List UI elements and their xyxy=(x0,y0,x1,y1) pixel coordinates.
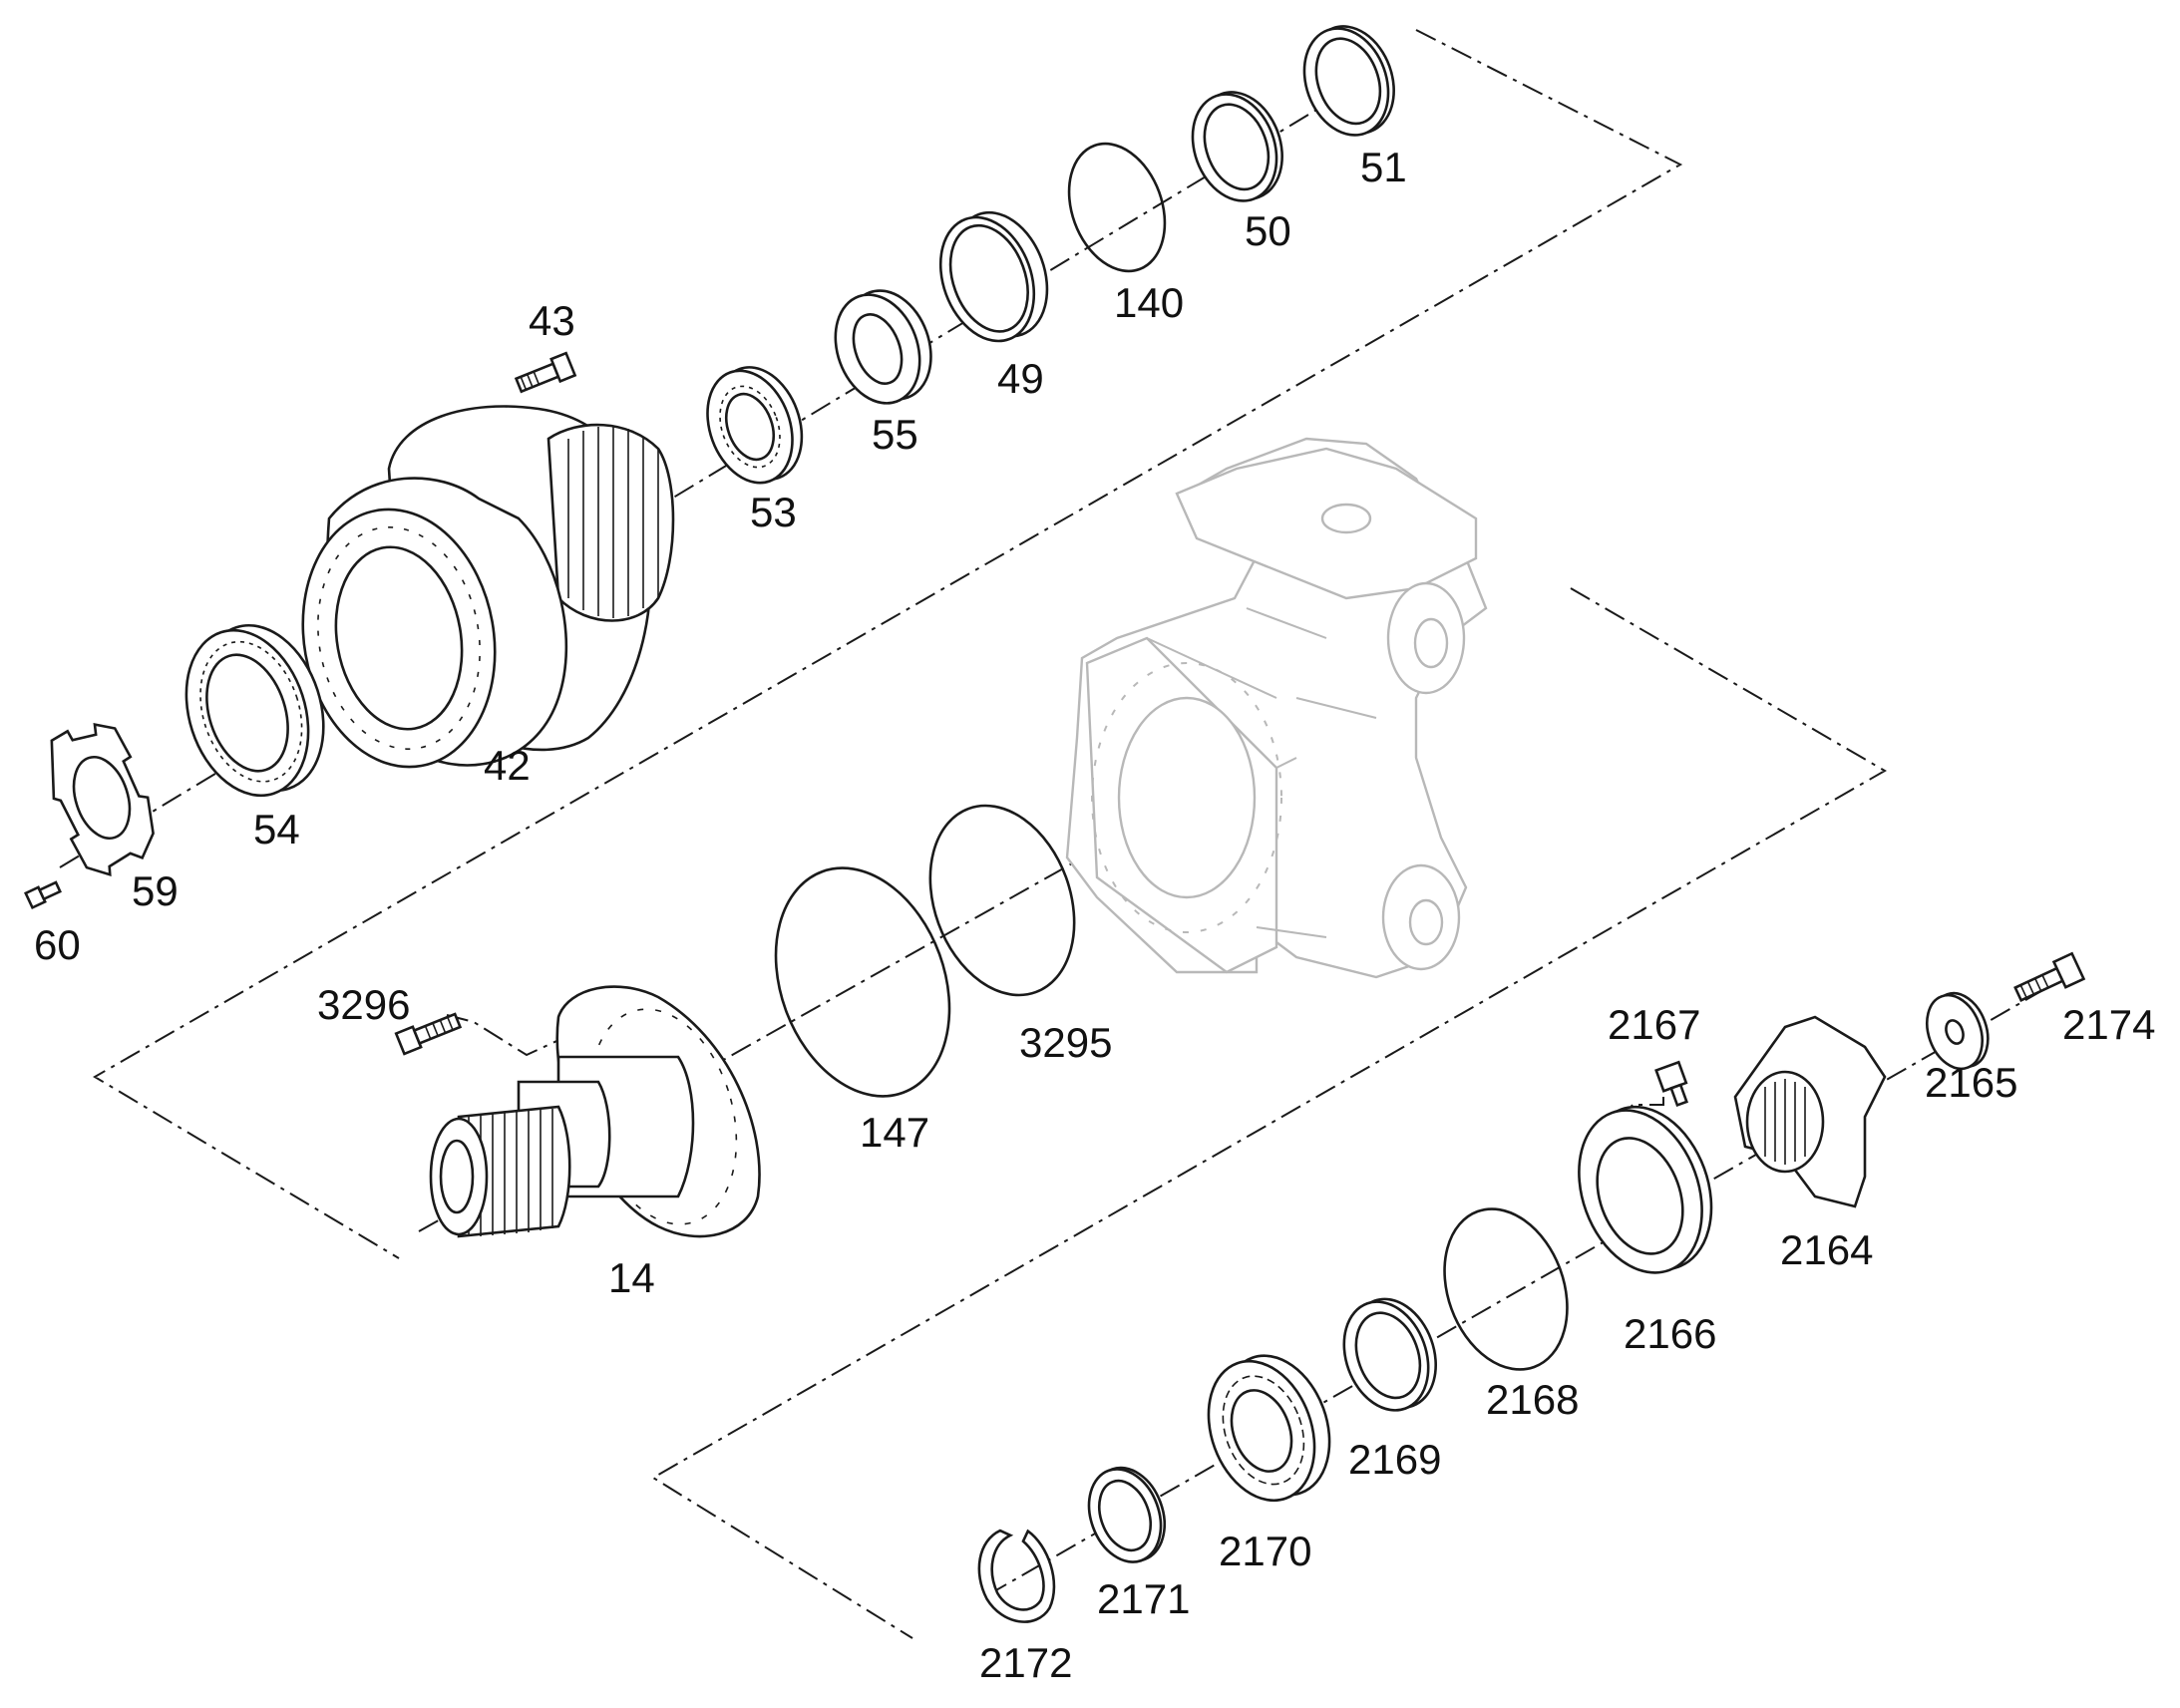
label-2170: 2170 xyxy=(1219,1528,1311,1574)
lower-axis-frame xyxy=(651,587,1887,1639)
label-60: 60 xyxy=(34,921,81,968)
label-147: 147 xyxy=(860,1109,929,1156)
part-2174-bolt xyxy=(2013,951,2086,1002)
label-55: 55 xyxy=(872,411,918,458)
label-49: 49 xyxy=(997,355,1044,402)
part-2171-ring xyxy=(1087,1466,1166,1563)
part-2168-o-ring xyxy=(1443,1207,1569,1371)
label-3295: 3295 xyxy=(1019,1019,1112,1066)
steering-knuckle-ghost xyxy=(1065,437,1488,979)
part-59-slotted-nut xyxy=(50,722,155,877)
assembly-axes xyxy=(59,29,2075,1639)
label-2166: 2166 xyxy=(1624,1310,1716,1357)
part-14-spindle xyxy=(429,985,761,1238)
knuckle-top-hole xyxy=(1320,503,1372,534)
label-2174: 2174 xyxy=(2062,1001,2155,1048)
part-2167-screw xyxy=(1654,1060,1689,1108)
part-140-o-ring xyxy=(1067,142,1167,273)
part-50-seal-ring xyxy=(1191,91,1283,202)
label-51: 51 xyxy=(1360,144,1407,190)
part-2172-circlip xyxy=(977,1529,1056,1623)
part-number-labels: 43 53 55 49 140 50 51 42 54 59 60 3296 1… xyxy=(34,144,2155,1686)
hub-front-bore xyxy=(334,545,464,731)
spindle-end xyxy=(429,1117,489,1236)
part-55-ring xyxy=(834,289,932,405)
label-54: 54 xyxy=(253,806,300,853)
label-50: 50 xyxy=(1245,207,1291,254)
part-2169-ring xyxy=(1342,1297,1438,1412)
leader-3296 xyxy=(446,1014,566,1057)
hub-spline xyxy=(546,423,675,622)
label-2172: 2172 xyxy=(979,1639,1072,1686)
knuckle-lower-bore xyxy=(1408,898,1444,946)
label-14: 14 xyxy=(608,1254,655,1301)
part-3296-screw xyxy=(394,1012,463,1056)
label-2167: 2167 xyxy=(1608,1001,1700,1048)
part-42-hub xyxy=(301,405,675,769)
label-2168: 2168 xyxy=(1486,1376,1579,1423)
label-2171: 2171 xyxy=(1097,1575,1190,1622)
hub-bolt-circle xyxy=(317,526,481,750)
part-2170-roller-bearing xyxy=(1207,1354,1331,1503)
label-42: 42 xyxy=(484,742,531,789)
knuckle-bolt-circle xyxy=(1091,662,1282,933)
part-2164-yoke xyxy=(1733,1015,1887,1208)
part-43-bolt xyxy=(514,351,577,394)
label-2169: 2169 xyxy=(1348,1436,1441,1483)
knuckle-detail-lines xyxy=(1146,607,1377,938)
label-2165: 2165 xyxy=(1925,1059,2017,1106)
spindle-spline xyxy=(457,1105,571,1238)
part-2166-seal-carrier xyxy=(1578,1105,1713,1274)
label-59: 59 xyxy=(132,867,179,914)
knuckle-face-bore xyxy=(1117,696,1257,899)
part-3295-o-ring xyxy=(928,804,1076,997)
part-147-o-ring xyxy=(774,866,951,1098)
yoke-splines xyxy=(1764,1079,1806,1165)
lower-axis-line xyxy=(986,971,2075,1596)
label-53: 53 xyxy=(750,489,797,535)
label-3296: 3296 xyxy=(317,981,410,1028)
part-49-sleeve xyxy=(938,210,1049,343)
spindle-end-bore xyxy=(439,1139,475,1214)
spindle-bolt-circle xyxy=(588,1008,738,1225)
part-51-seal-ring xyxy=(1302,25,1395,137)
knuckle-upper-bore xyxy=(1413,617,1449,669)
part-54-bearing xyxy=(184,623,325,798)
part-60-screw xyxy=(24,880,62,910)
label-43: 43 xyxy=(529,297,575,344)
hub-spline-teeth xyxy=(567,427,659,618)
upper-axis-frame xyxy=(93,29,1683,1259)
part-2165-washer xyxy=(1926,991,1990,1071)
label-2164: 2164 xyxy=(1780,1226,1873,1273)
part-53-bearing xyxy=(706,366,804,485)
label-140: 140 xyxy=(1114,279,1184,326)
